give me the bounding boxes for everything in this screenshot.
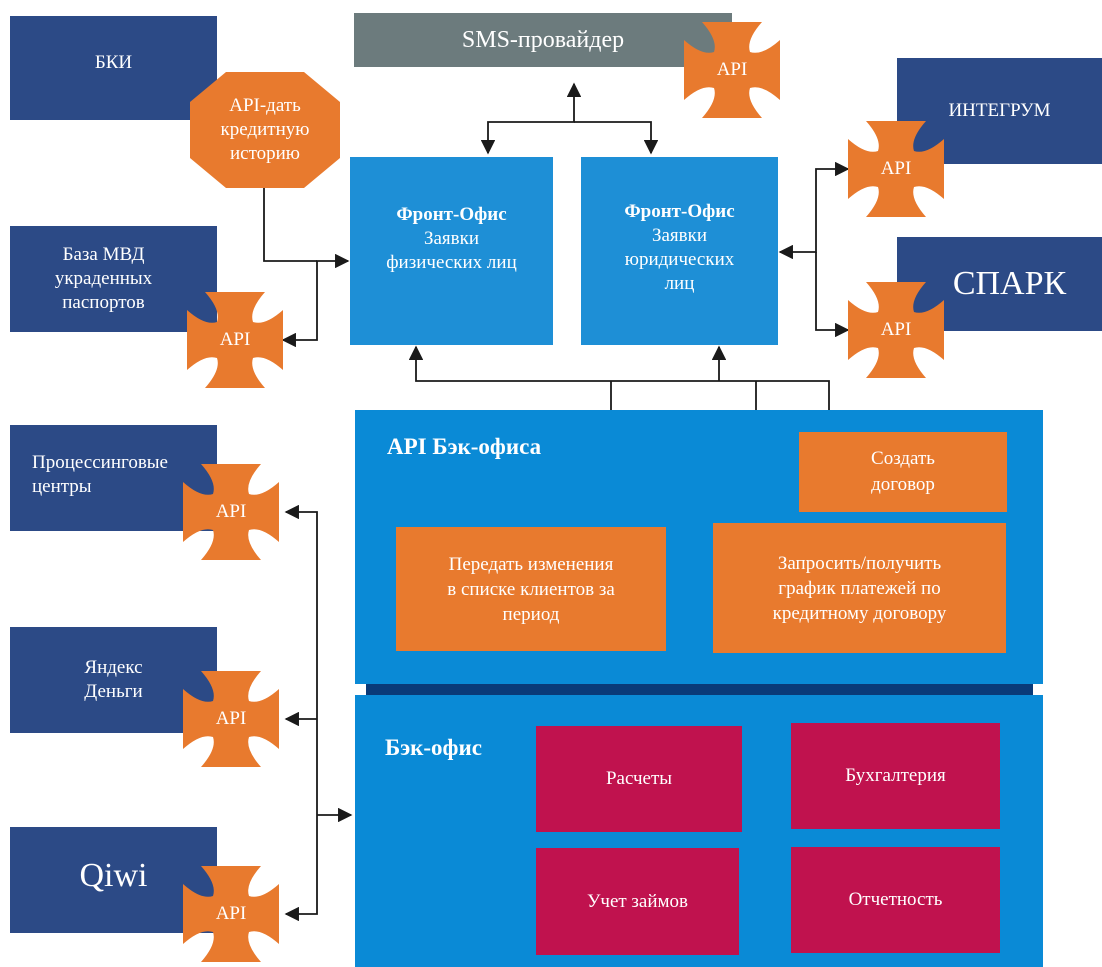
accounting-box: Бухгалтерия	[791, 723, 1000, 829]
bki-api-octagon: API-дать кредитную историю	[190, 72, 340, 188]
yandex-api-label: API	[215, 708, 247, 729]
arrow-sms-front-ul	[574, 121, 659, 155]
integrum-api-badge: API	[848, 121, 944, 217]
front-office-legal-text: Заявки юридических лиц	[624, 225, 735, 294]
sms-provider-label: SMS-провайдер	[461, 26, 625, 53]
reporting-label: Отчетность	[848, 889, 943, 910]
yandex-api-badge: API	[183, 671, 279, 767]
api-backoffice-title: API Бэк-офиса	[387, 434, 542, 459]
yandex-box: Яндекс Деньги	[10, 627, 217, 733]
qiwi-api-badge: API	[183, 866, 279, 962]
settlements-box: Расчеты	[536, 726, 742, 832]
payment-schedule-box: Запросить/получить график платежей по кр…	[713, 523, 1006, 653]
qiwi-box: Qiwi	[10, 827, 217, 933]
arrow-front-bus	[408, 345, 837, 430]
integrum-api-label: API	[880, 158, 912, 179]
spark-label: СПАРК	[952, 265, 1067, 302]
qiwi-label: Qiwi	[79, 857, 148, 894]
integrum-label: ИНТЕГРУМ	[948, 100, 1051, 121]
bki-api-label: API-дать кредитную историю	[220, 95, 310, 164]
mvd-label: База МВД украденных паспортов	[54, 244, 153, 313]
loan-accounting-box: Учет займов	[536, 848, 739, 955]
arrow-processing	[284, 504, 318, 922]
yandex-label: Яндекс Деньги	[84, 657, 143, 702]
loan-accounting-label: Учет займов	[586, 890, 689, 912]
sms-api-badge: API	[684, 22, 780, 118]
payment-schedule-label: Запросить/получить график платежей по кр…	[772, 552, 947, 624]
mvd-box: База МВД украденных паспортов	[10, 226, 217, 332]
front-office-individuals-title: Фронт-Офис	[396, 204, 507, 225]
arrow-integrum	[778, 161, 850, 260]
processing-label: Процессинговые центры	[32, 452, 168, 497]
processing-api-label: API	[215, 501, 247, 522]
front-office-legal: Фронт-Офис Заявки юридических лиц	[581, 157, 778, 345]
front-office-legal-title: Фронт-Офис	[624, 201, 735, 222]
sms-provider-box: SMS-провайдер	[354, 13, 732, 67]
spark-api-badge: API	[848, 282, 944, 378]
sms-api-label: API	[716, 59, 748, 80]
arrow-spark	[815, 252, 850, 338]
settlements-label: Расчеты	[605, 768, 673, 789]
create-contract-label: Создать договор	[871, 448, 935, 495]
accounting-label: Бухгалтерия	[845, 765, 946, 786]
qiwi-api-label: API	[215, 903, 247, 924]
processing-api-badge: API	[183, 464, 279, 560]
integrum-box: ИНТЕГРУМ	[897, 58, 1102, 164]
bki-label: БКИ	[94, 52, 133, 73]
transfer-changes-box: Передать изменения в списке клиентов за …	[396, 527, 666, 651]
mvd-api-label: API	[219, 329, 251, 350]
arrow-mvd	[281, 253, 350, 348]
arrow-sms-api	[480, 82, 582, 155]
backoffice-title: Бэк-офис	[385, 735, 482, 760]
mvd-api-badge: API	[187, 292, 283, 388]
panel-divider	[366, 684, 1033, 695]
create-contract-box: Создать договор	[799, 432, 1007, 512]
bki-box: БКИ	[10, 16, 217, 120]
front-office-individuals-text: Заявки физических лиц	[386, 228, 517, 273]
spark-api-label: API	[880, 319, 912, 340]
reporting-box: Отчетность	[791, 847, 1000, 953]
processing-box: Процессинговые центры	[10, 425, 217, 531]
transfer-changes-label: Передать изменения в списке клиентов за …	[447, 553, 615, 625]
front-office-individuals: Фронт-Офис Заявки физических лиц	[350, 157, 553, 345]
